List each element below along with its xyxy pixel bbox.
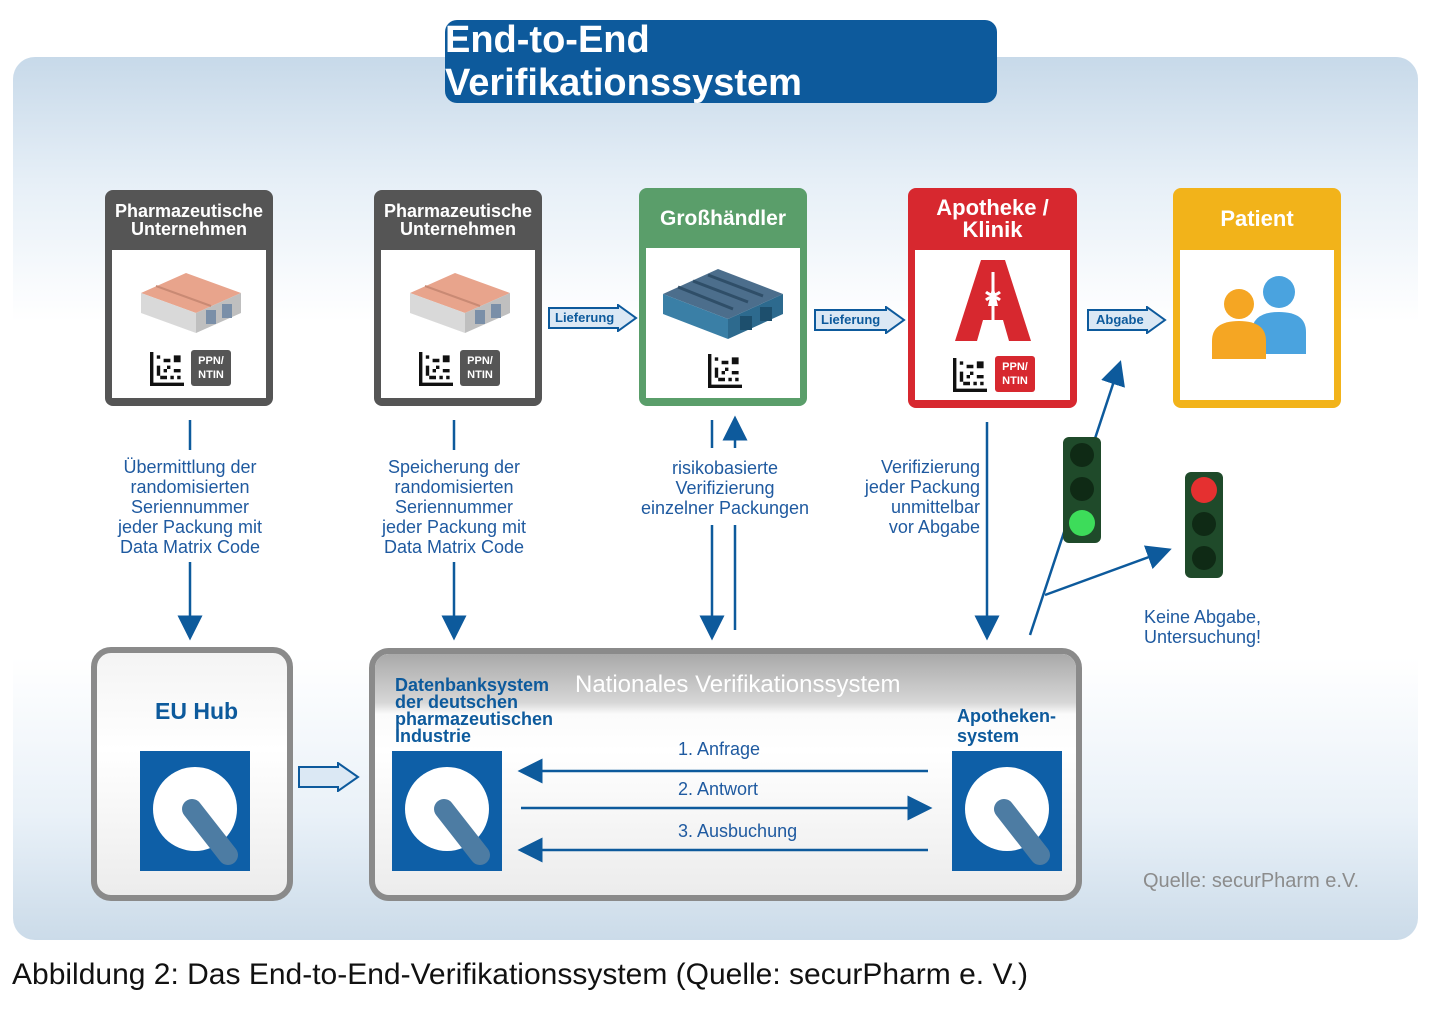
- ppn-ntin-badge-line2: NTIN: [467, 369, 493, 381]
- eu-hub-title: EU Hub: [155, 698, 239, 724]
- risk-based-description: risikobasierte Verifizierung einzelner P…: [640, 458, 810, 518]
- patient-card: Patient: [1173, 188, 1341, 408]
- delivery-label-1: Lieferung: [555, 310, 615, 325]
- transmission-description: Übermittlung der randomisierten Seriennu…: [117, 457, 263, 557]
- ppn-ntin-badge-line2: NTIN: [198, 369, 224, 381]
- message-request: 1. Anfrage: [678, 739, 761, 759]
- warehouse-icon: [410, 273, 510, 333]
- datamatrix-icon: [150, 352, 184, 386]
- pharmacy-card-title-line1: Apotheke /: [936, 195, 1049, 220]
- ppn-ntin-badge-line1: PPN/: [1002, 361, 1028, 373]
- ppn-ntin-badge-line1: PPN/: [467, 355, 493, 367]
- diagram-title: End-to-End Verifikationssystem: [445, 18, 802, 104]
- traffic-light-icon: [1185, 472, 1223, 578]
- database-system-label: Datenbanksystem der deutschen pharmazeut…: [395, 675, 554, 746]
- people-icon: [1212, 276, 1306, 359]
- national-system-header: [375, 654, 1076, 714]
- ppn-ntin-badge: PPN/ NTIN: [191, 350, 231, 386]
- ppn-ntin-badge-line1: PPN/: [198, 355, 224, 367]
- eu-to-national-arrow: [298, 762, 360, 792]
- pharma-card-1-title-line1: Pharmazeutische: [114, 201, 264, 221]
- message-response: 2. Antwort: [678, 779, 759, 799]
- pharma-card-2-title-line2: Unternehmen: [399, 219, 516, 239]
- message-checkout: 3. Ausbuchung: [678, 821, 798, 841]
- delivery-arrow-1: [548, 304, 638, 332]
- warehouse-icon: [141, 273, 241, 333]
- storage-description: Speicherung der randomisierten Seriennum…: [381, 457, 527, 557]
- pharma-card-2: Pharmazeutische Unternehmen PPN/ NTIN: [374, 190, 542, 406]
- datamatrix-icon: [953, 358, 987, 392]
- pharma-card-2-title-line1: Pharmazeutische: [383, 201, 533, 221]
- dispense-arrow: [1087, 306, 1167, 334]
- q-logo-icon: [952, 751, 1062, 871]
- no-dispense-description: Keine Abgabe, Untersuchung!: [1143, 607, 1262, 647]
- q-logo-icon: [392, 751, 502, 871]
- traffic-light-icon: [1063, 437, 1101, 543]
- wholesaler-card: Großhändler: [639, 188, 807, 406]
- ppn-ntin-badge: PPN/ NTIN: [995, 356, 1035, 392]
- q-logo-icon: [140, 751, 250, 871]
- datamatrix-icon: [708, 354, 742, 388]
- ppn-ntin-badge-line2: NTIN: [1002, 375, 1028, 387]
- datamatrix-icon: [419, 352, 453, 386]
- figure-caption: Abbildung 2: Das End-to-End-Verifikation…: [12, 958, 1029, 991]
- national-system-title: Nationales Verifikationssystem: [575, 671, 901, 698]
- warehouse-icon: [663, 269, 783, 339]
- pharma-card-1: Pharmazeutische Unternehmen PPN/ NTIN: [105, 190, 273, 406]
- delivery-label-2: Lieferung: [821, 312, 881, 327]
- pharma-card-1-title-line2: Unternehmen: [130, 219, 247, 239]
- pharmacy-card-title-line2: Klinik: [962, 217, 1023, 242]
- ppn-ntin-badge: PPN/ NTIN: [460, 350, 500, 386]
- wholesaler-card-title: Großhändler: [659, 206, 786, 230]
- dispense-label: Abgabe: [1096, 312, 1144, 327]
- source-label: Quelle: securPharm e.V.: [1143, 870, 1360, 892]
- patient-card-title: Patient: [1220, 206, 1294, 231]
- title-banner: End-to-End Verifikationssystem: [445, 18, 997, 104]
- pharmacy-system-label: Apotheken- system: [957, 706, 1056, 746]
- pharmacy-card: Apotheke / Klinik PPN/ NTIN: [908, 188, 1077, 408]
- delivery-arrow-2: [814, 306, 906, 334]
- verification-description: Verifizierung jeder Packung unmittelbar …: [864, 457, 980, 537]
- pharmacy-a-icon: [955, 260, 1031, 341]
